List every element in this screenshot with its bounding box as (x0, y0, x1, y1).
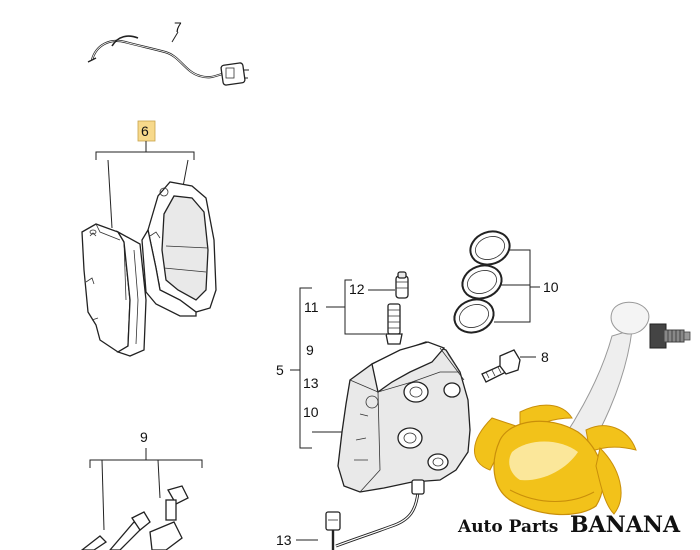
bracket-10 (494, 249, 540, 323)
leader-9b (157, 459, 161, 499)
callout-9a: 9 (306, 342, 314, 358)
leader-7 (171, 31, 179, 43)
brand-name: BANANA (570, 512, 681, 538)
callout-12: 12 (349, 281, 365, 297)
brand-watermark: Auto Parts BANANA (457, 301, 691, 538)
callout-13a: 13 (303, 375, 319, 391)
callout-5: 5 (276, 362, 284, 378)
brake-line[interactable] (325, 479, 425, 550)
wear-sensor-cable[interactable] (87, 35, 249, 86)
bracket-6 (95, 141, 195, 160)
callout-10a: 10 (303, 404, 319, 420)
banana-logo (474, 404, 637, 516)
bleed-screw-cap[interactable] (395, 271, 409, 299)
brake-pad-front[interactable] (81, 223, 147, 357)
brake-caliper[interactable] (337, 341, 471, 493)
o-ring-seals[interactable] (450, 226, 515, 338)
bleed-screw[interactable] (385, 303, 403, 345)
callout-8: 8 (541, 349, 549, 365)
guide-sleeve[interactable] (149, 485, 189, 550)
callout-10b: 10 (543, 279, 559, 295)
callout-11: 11 (304, 299, 319, 315)
callout-6: 6 (141, 123, 149, 139)
callout-9b: 9 (140, 429, 148, 445)
brand-prefix: Auto Parts (457, 517, 558, 537)
leader-9a (101, 459, 105, 531)
guide-pin-bolt[interactable] (80, 511, 151, 550)
caliper-bolt[interactable] (481, 349, 521, 383)
callout-7: 7 (174, 19, 182, 35)
leader-6a (107, 159, 113, 229)
bracket-9 (89, 448, 203, 468)
bracket-5 (299, 287, 312, 449)
brake-pad-rear[interactable] (141, 181, 217, 317)
callout-13b: 13 (276, 532, 292, 548)
